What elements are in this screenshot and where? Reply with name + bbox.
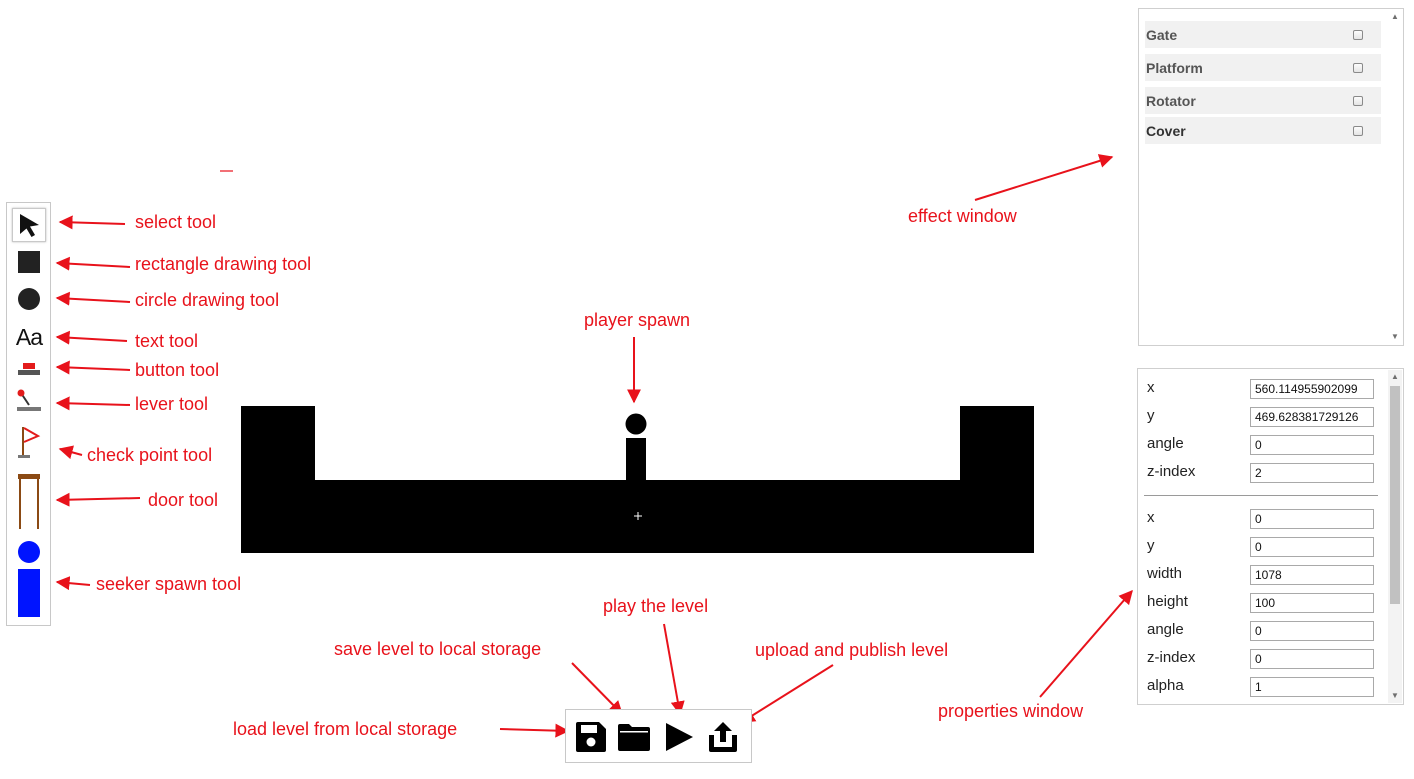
- circle-tool-button[interactable]: [12, 286, 46, 312]
- circle-tool-annotation: circle drawing tool: [135, 290, 280, 310]
- prop-x-input[interactable]: 560.114955902099: [1250, 379, 1374, 399]
- effect-window-annotation: effect window: [908, 206, 1017, 226]
- seeker-figure-icon: [18, 541, 40, 617]
- floppy-disk-icon: [576, 722, 606, 752]
- player-spawn: [625, 413, 647, 481]
- left-wall: [241, 406, 315, 553]
- play-annotation: play the level: [603, 596, 709, 616]
- effect-item-gate[interactable]: Gate: [1145, 21, 1381, 48]
- effect-item-rotator[interactable]: Rotator: [1145, 87, 1381, 114]
- button-tool-button[interactable]: [12, 359, 46, 379]
- square-icon: [18, 251, 40, 273]
- checkpoint-tool-button[interactable]: [12, 423, 46, 461]
- scroll-down-arrow-icon[interactable]: ▼: [1391, 691, 1399, 700]
- prop-label-angle: angle: [1147, 621, 1184, 638]
- scroll-down-arrow-icon[interactable]: ▼: [1391, 332, 1399, 341]
- effect-platform-checkbox[interactable]: [1353, 62, 1363, 73]
- load-button[interactable]: [617, 720, 651, 754]
- prop-label-height: height: [1147, 593, 1188, 610]
- button-icon: [18, 363, 40, 375]
- effect-item-label: Gate: [1146, 26, 1178, 43]
- lever-icon: [17, 389, 41, 411]
- upload-annotation: upload and publish level: [755, 640, 949, 660]
- save-annotation: save level to local storage: [334, 639, 542, 659]
- seeker-spawn-tool-button[interactable]: [12, 539, 46, 619]
- prop-label-z-index: z-index: [1147, 463, 1196, 480]
- prop-shape-y-input[interactable]: 0: [1250, 537, 1374, 557]
- text-tool-annotation: text tool: [135, 331, 199, 351]
- effect-rotator-checkbox[interactable]: [1353, 95, 1363, 106]
- effect-item-label: Platform: [1146, 59, 1203, 76]
- center-marker: [634, 512, 642, 520]
- prop-z-index-input[interactable]: 2: [1250, 463, 1374, 483]
- properties-window-annotation: properties window: [938, 701, 1084, 721]
- prop-label-width: width: [1147, 565, 1183, 582]
- lever-tool-annotation: lever tool: [135, 394, 209, 414]
- properties-scrollbar[interactable]: ▲ ▼: [1388, 370, 1402, 703]
- upload-button[interactable]: [706, 720, 740, 754]
- effect-window[interactable]: Gate Platform Rotator Cover ▲ ▼: [1138, 8, 1404, 346]
- select-tool-annotation: select tool: [135, 212, 217, 232]
- scroll-up-arrow-icon[interactable]: ▲: [1391, 12, 1399, 21]
- rectangle-tool-annotation: rectangle drawing tool: [135, 254, 312, 274]
- effect-item-label: Rotator: [1146, 92, 1196, 109]
- upload-share-icon: [709, 722, 737, 752]
- prop-divider: [1144, 495, 1378, 496]
- prop-label-x: x: [1147, 509, 1155, 526]
- prop-alpha-input[interactable]: 1: [1250, 677, 1374, 697]
- prop-label-angle: angle: [1147, 435, 1184, 452]
- right-wall: [960, 406, 1034, 553]
- scroll-up-arrow-icon[interactable]: ▲: [1391, 372, 1399, 381]
- play-button[interactable]: [662, 720, 696, 754]
- circle-icon: [18, 288, 40, 310]
- effect-gate-checkbox[interactable]: [1353, 29, 1363, 40]
- action-bar: [565, 709, 752, 763]
- prop-label-z-index: z-index: [1147, 649, 1196, 666]
- select-tool-button[interactable]: [12, 208, 46, 242]
- prop-shape-z-index-input[interactable]: 0: [1250, 649, 1374, 669]
- properties-window[interactable]: x 560.114955902099 y 469.628381729126 an…: [1137, 368, 1404, 705]
- level-canvas[interactable]: [238, 400, 1038, 560]
- rectangle-tool-button[interactable]: [12, 249, 46, 275]
- text-aa-icon: Aa: [15, 323, 43, 350]
- prop-shape-x-input[interactable]: 0: [1250, 509, 1374, 529]
- effect-item-label: Cover: [1146, 122, 1186, 139]
- prop-label-x: x: [1147, 379, 1155, 396]
- scrollbar-thumb[interactable]: [1390, 386, 1400, 604]
- checkpoint-tool-annotation: check point tool: [87, 445, 213, 465]
- cursor-arrow-icon: [20, 214, 39, 237]
- door-tool-button[interactable]: [12, 473, 46, 531]
- text-tool-button[interactable]: Aa: [12, 323, 46, 351]
- prop-y-input[interactable]: 469.628381729126: [1250, 407, 1374, 427]
- play-triangle-icon: [666, 723, 693, 751]
- door-tool-annotation: door tool: [148, 490, 219, 510]
- load-annotation: load level from local storage: [233, 719, 458, 739]
- flag-icon: [18, 427, 41, 458]
- seeker-spawn-tool-annotation: seeker spawn tool: [96, 574, 242, 594]
- effect-item-platform[interactable]: Platform: [1145, 54, 1381, 81]
- prop-height-input[interactable]: 100: [1250, 593, 1374, 613]
- prop-label-y: y: [1147, 407, 1155, 424]
- prop-angle-input[interactable]: 0: [1250, 435, 1374, 455]
- prop-label-y: y: [1147, 537, 1155, 554]
- player-spawn-annotation: player spawn: [584, 310, 691, 330]
- effect-cover-checkbox[interactable]: [1353, 125, 1363, 136]
- button-tool-annotation: button tool: [135, 360, 220, 380]
- prop-width-input[interactable]: 1078: [1250, 565, 1374, 585]
- tool-palette: Aa: [6, 202, 51, 626]
- prop-label-alpha: alpha: [1147, 677, 1184, 694]
- effect-scrollbar[interactable]: ▲ ▼: [1388, 10, 1402, 344]
- door-icon: [18, 474, 40, 529]
- prop-shape-angle-input[interactable]: 0: [1250, 621, 1374, 641]
- folder-icon: [618, 724, 650, 751]
- effect-item-cover[interactable]: Cover: [1145, 117, 1381, 144]
- lever-tool-button[interactable]: [12, 387, 46, 415]
- save-button[interactable]: [574, 720, 608, 754]
